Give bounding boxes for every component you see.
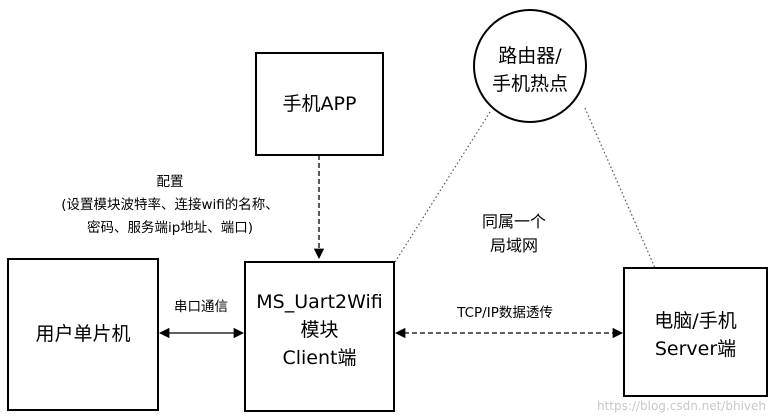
module-label-line3: Client端 — [282, 347, 356, 369]
pc-label-line1: 电脑/手机 — [654, 310, 736, 332]
router-label-line1: 路由器/ — [498, 45, 562, 67]
module-label-line1: MS_Uart2Wifi — [256, 291, 382, 313]
tcp-label: TCP/IP数据透传 — [456, 305, 553, 321]
router-to-pc-link — [584, 107, 656, 269]
config-label-line2: (设置模块波特率、连接wifi的名称、 — [61, 196, 279, 213]
phone-app-node: 手机APP — [255, 52, 384, 156]
serial-label: 串口通信 — [174, 299, 228, 315]
lan-label-line1: 同属一个 — [482, 212, 546, 231]
pc-node: 电脑/手机 Server端 — [623, 267, 768, 397]
mcu-node: 用户单片机 — [7, 258, 159, 411]
watermark: https://blog.csdn.net/bhiveh — [597, 399, 766, 413]
lan-label-line2: 局域网 — [490, 236, 538, 255]
phone-app-label: 手机APP — [283, 93, 357, 115]
config-label-line3: 密码、服务端ip地址、端口) — [87, 219, 253, 236]
router-node: 路由器/ 手机热点 — [473, 9, 587, 123]
router-to-module-link — [394, 111, 491, 263]
router-label-line2: 手机热点 — [492, 73, 568, 95]
pc-label-line2: Server端 — [655, 338, 736, 360]
module-node: MS_Uart2Wifi 模块 Client端 — [244, 261, 395, 412]
module-label-line2: 模块 — [300, 319, 338, 341]
mcu-label: 用户单片机 — [35, 323, 130, 345]
config-label-line1: 配置 — [157, 174, 184, 190]
